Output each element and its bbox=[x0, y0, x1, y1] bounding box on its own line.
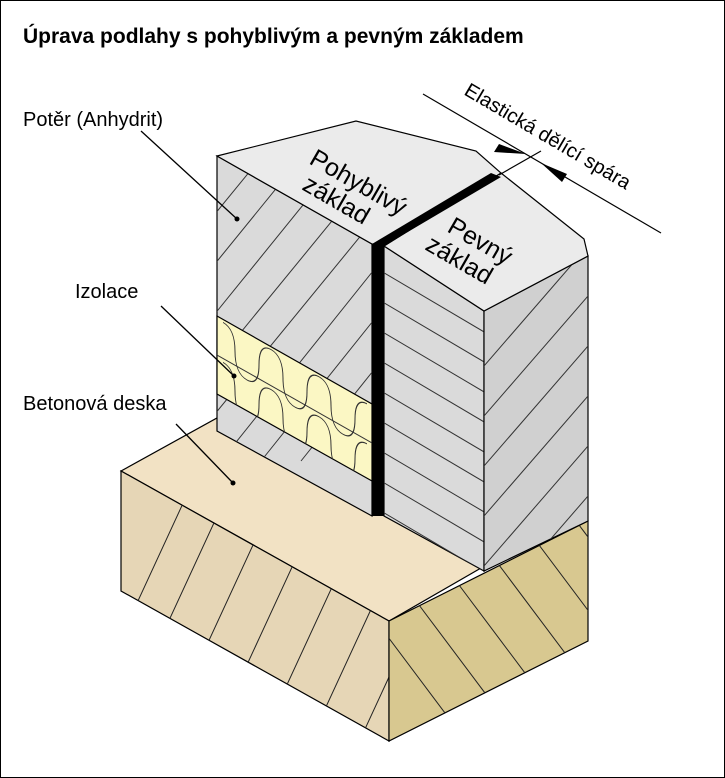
joint-arrow-right bbox=[541, 163, 567, 182]
insulation-label: Izolace bbox=[75, 281, 139, 303]
slab-right-face bbox=[388, 520, 589, 742]
screed-leader-line bbox=[140, 130, 238, 220]
insulation-leader-dot bbox=[231, 373, 237, 379]
slab-leader-line bbox=[175, 423, 234, 484]
insulation-leader-line bbox=[160, 305, 235, 377]
page-title: Úprava podlahy s pohyblivým a pevným zák… bbox=[23, 25, 524, 48]
concrete-slab-label: Betonová deska bbox=[23, 393, 167, 415]
joint-extension-line bbox=[498, 150, 542, 176]
joint-arrow-left bbox=[494, 144, 526, 154]
screed-label: Potěr (Anhydrit) bbox=[23, 109, 164, 131]
elastic-joint bbox=[372, 244, 384, 516]
slab-leader-dot bbox=[230, 480, 236, 486]
elastic-joint-top bbox=[372, 173, 501, 246]
screed-leader-dot bbox=[234, 216, 240, 222]
